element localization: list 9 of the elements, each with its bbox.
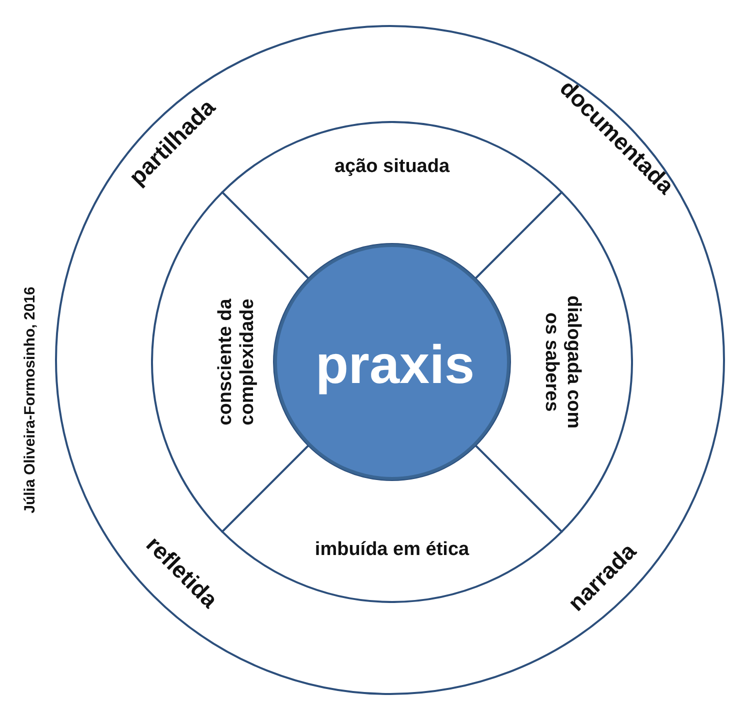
author-credit: Júlia Oliveira-Formosinho, 2016 xyxy=(21,286,39,514)
ring-segment xyxy=(221,444,563,603)
ring-segment xyxy=(221,121,563,280)
segment-label: dialogada com os saberes xyxy=(540,294,584,431)
segment-label: ação situada xyxy=(334,156,450,178)
ring-segment xyxy=(151,191,310,533)
segment-label: consciente da complexidade xyxy=(215,298,259,428)
center-label: praxis xyxy=(315,334,475,396)
segment-label: imbuída em ética xyxy=(314,539,470,561)
